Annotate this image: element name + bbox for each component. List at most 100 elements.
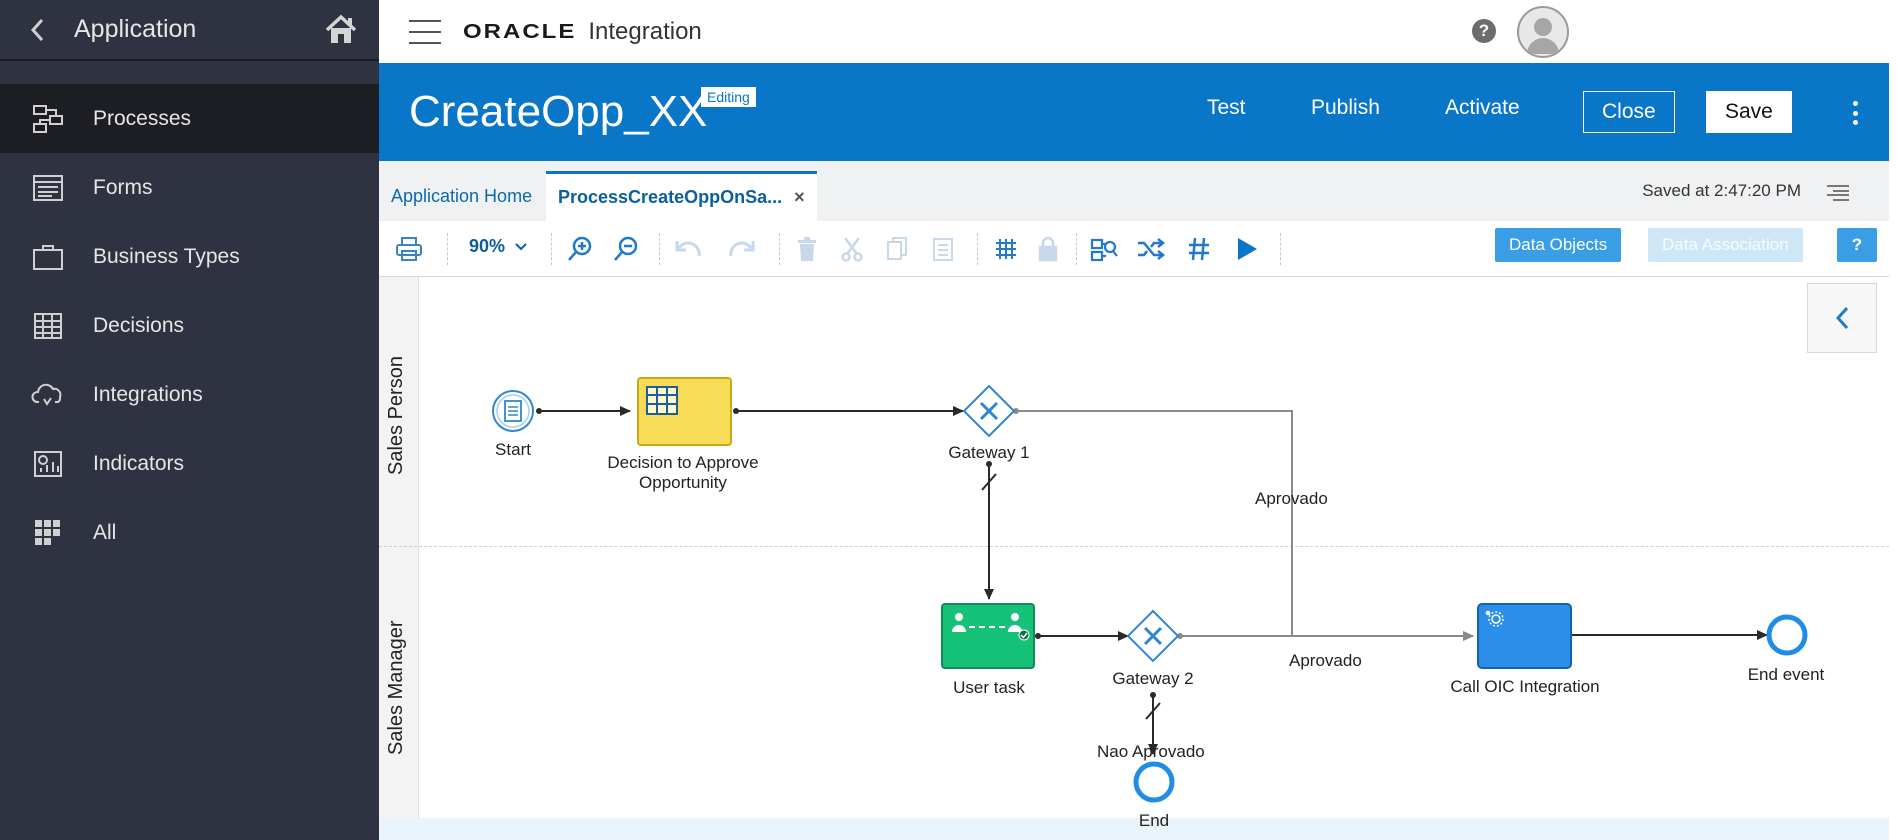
end-event[interactable] <box>1766 614 1808 656</box>
redo-icon[interactable] <box>727 234 757 264</box>
data-association-button[interactable]: Data Association <box>1648 228 1803 262</box>
end-event-not-approved[interactable] <box>1133 761 1175 803</box>
sidebar-item-label: Indicators <box>93 451 185 475</box>
user-avatar[interactable] <box>1517 6 1569 58</box>
user-task[interactable] <box>941 603 1035 669</box>
start-label: Start <box>495 440 531 459</box>
help-icon[interactable]: ? <box>1472 19 1496 43</box>
flow-label-nao-aprovado: Nao Aprovado <box>1097 742 1205 761</box>
top-bar: ORACLE Integration ? <box>379 0 1898 63</box>
toolbar-divider <box>779 233 780 265</box>
close-button[interactable]: Close <box>1583 91 1675 133</box>
grid-toggle-icon[interactable] <box>991 234 1021 264</box>
sidebar-item-label: Business Types <box>93 244 240 268</box>
toolbar-divider <box>447 233 448 265</box>
decision-label-line1: Decision to Approve <box>607 453 759 472</box>
forms-icon <box>30 170 66 206</box>
cut-icon[interactable] <box>837 234 867 264</box>
process-diagram <box>492 377 1808 803</box>
find-element-icon[interactable] <box>1089 234 1119 264</box>
sidebar-item-label: Integrations <box>93 382 203 406</box>
tab-application-home[interactable]: Application Home <box>391 171 532 221</box>
flow-gateway1-to-usertask[interactable] <box>981 461 997 600</box>
canvas-scroll-area <box>379 818 1889 840</box>
shuffle-icon[interactable] <box>1136 234 1166 264</box>
check-badge-icon <box>1018 629 1030 641</box>
delete-icon[interactable] <box>792 234 822 264</box>
toolbar-divider <box>977 233 978 265</box>
cloud-icon <box>30 377 66 413</box>
test-button[interactable]: Test <box>1207 96 1246 119</box>
processes-icon <box>30 101 66 137</box>
chevron-left-icon <box>1835 306 1849 330</box>
copy-icon[interactable] <box>882 234 912 264</box>
editor-toolbar: 90% <box>379 221 1889 277</box>
oracle-logo: ORACLE <box>463 19 577 43</box>
sidebar-item-integrations[interactable]: Integrations <box>0 360 379 429</box>
toolbar-help-button[interactable]: ? <box>1837 228 1877 262</box>
zoom-in-icon[interactable] <box>565 234 595 264</box>
zoom-out-icon[interactable] <box>611 234 641 264</box>
lock-icon[interactable] <box>1033 234 1063 264</box>
sidebar-item-business-types[interactable]: Business Types <box>0 222 379 291</box>
approval-users-icon <box>952 613 1022 632</box>
close-tab-icon[interactable]: × <box>794 187 805 207</box>
sidebar-item-indicators[interactable]: Indicators <box>0 429 379 498</box>
zoom-dropdown[interactable]: 90% <box>469 236 528 257</box>
back-chevron-icon[interactable] <box>22 15 52 45</box>
tab-process[interactable]: ProcessCreateOppOnSa... × <box>546 171 817 221</box>
toolbar-divider <box>551 233 552 265</box>
print-icon[interactable] <box>394 234 424 264</box>
sidebar-item-label: Processes <box>93 106 192 130</box>
undo-icon[interactable] <box>673 234 703 264</box>
tab-label: ProcessCreateOppOnSa... <box>558 187 783 207</box>
flow-gateway2-not-approved[interactable] <box>1145 692 1161 755</box>
list-menu-icon[interactable] <box>1827 185 1849 201</box>
saved-status: Saved at 2:47:20 PM <box>1642 181 1801 200</box>
lane-divider <box>379 546 1889 547</box>
process-canvas[interactable]: Sales Person Sales Manager <box>379 277 1889 840</box>
more-options-icon[interactable] <box>1853 101 1859 125</box>
toolbar-divider <box>659 233 660 265</box>
end-label: End <box>1138 811 1170 830</box>
data-objects-button[interactable]: Data Objects <box>1495 228 1622 262</box>
hamburger-menu-icon[interactable] <box>409 19 441 44</box>
gateway-2[interactable] <box>1126 609 1180 663</box>
flow-start-to-decision[interactable] <box>536 406 631 416</box>
flow-decision-to-gateway1[interactable] <box>733 406 964 416</box>
start-event[interactable] <box>492 390 534 432</box>
hash-icon[interactable] <box>1184 234 1214 264</box>
home-icon[interactable] <box>323 12 359 48</box>
toolbar-divider <box>1280 233 1281 265</box>
save-button[interactable]: Save <box>1706 91 1792 133</box>
gateway-1[interactable] <box>962 384 1016 438</box>
indicators-chart-icon <box>30 446 66 482</box>
tab-bar: Application Home ProcessCreateOppOnSa...… <box>379 161 1889 221</box>
sidebar-item-all[interactable]: All <box>0 498 379 567</box>
expand-panel-button[interactable] <box>1807 283 1877 353</box>
zoom-level: 90% <box>469 236 506 256</box>
toolbar-divider <box>1076 233 1077 265</box>
publish-button[interactable]: Publish <box>1311 96 1380 119</box>
briefcase-icon <box>30 239 66 275</box>
sidebar-item-label: Decisions <box>93 313 185 337</box>
sidebar-item-decisions[interactable]: Decisions <box>0 291 379 360</box>
sidebar-header: Application <box>0 0 379 61</box>
flow-gateway1-approved[interactable] <box>1013 408 1474 641</box>
decision-label-line2: Opportunity <box>639 473 727 492</box>
activate-button[interactable]: Activate <box>1445 96 1520 119</box>
run-play-icon[interactable] <box>1232 234 1262 264</box>
editing-badge: Editing <box>701 87 756 107</box>
sidebar-nav: Processes Forms Business Types Decisions <box>0 84 379 567</box>
exclusive-x-icon <box>1143 626 1163 646</box>
gateway1-label: Gateway 1 <box>948 443 1030 462</box>
lane-gutter <box>379 277 419 818</box>
flow-label-aprovado-bottom: Aprovado <box>1289 651 1362 670</box>
decision-task[interactable] <box>637 377 732 446</box>
call-oic-integration-task[interactable] <box>1477 603 1572 669</box>
paste-icon[interactable] <box>928 234 958 264</box>
sidebar-item-processes[interactable]: Processes <box>0 84 379 153</box>
flow-gateway2-approved[interactable] <box>1177 631 1474 641</box>
sidebar-item-forms[interactable]: Forms <box>0 153 379 222</box>
flow-usertask-to-gateway2[interactable] <box>1035 631 1129 641</box>
